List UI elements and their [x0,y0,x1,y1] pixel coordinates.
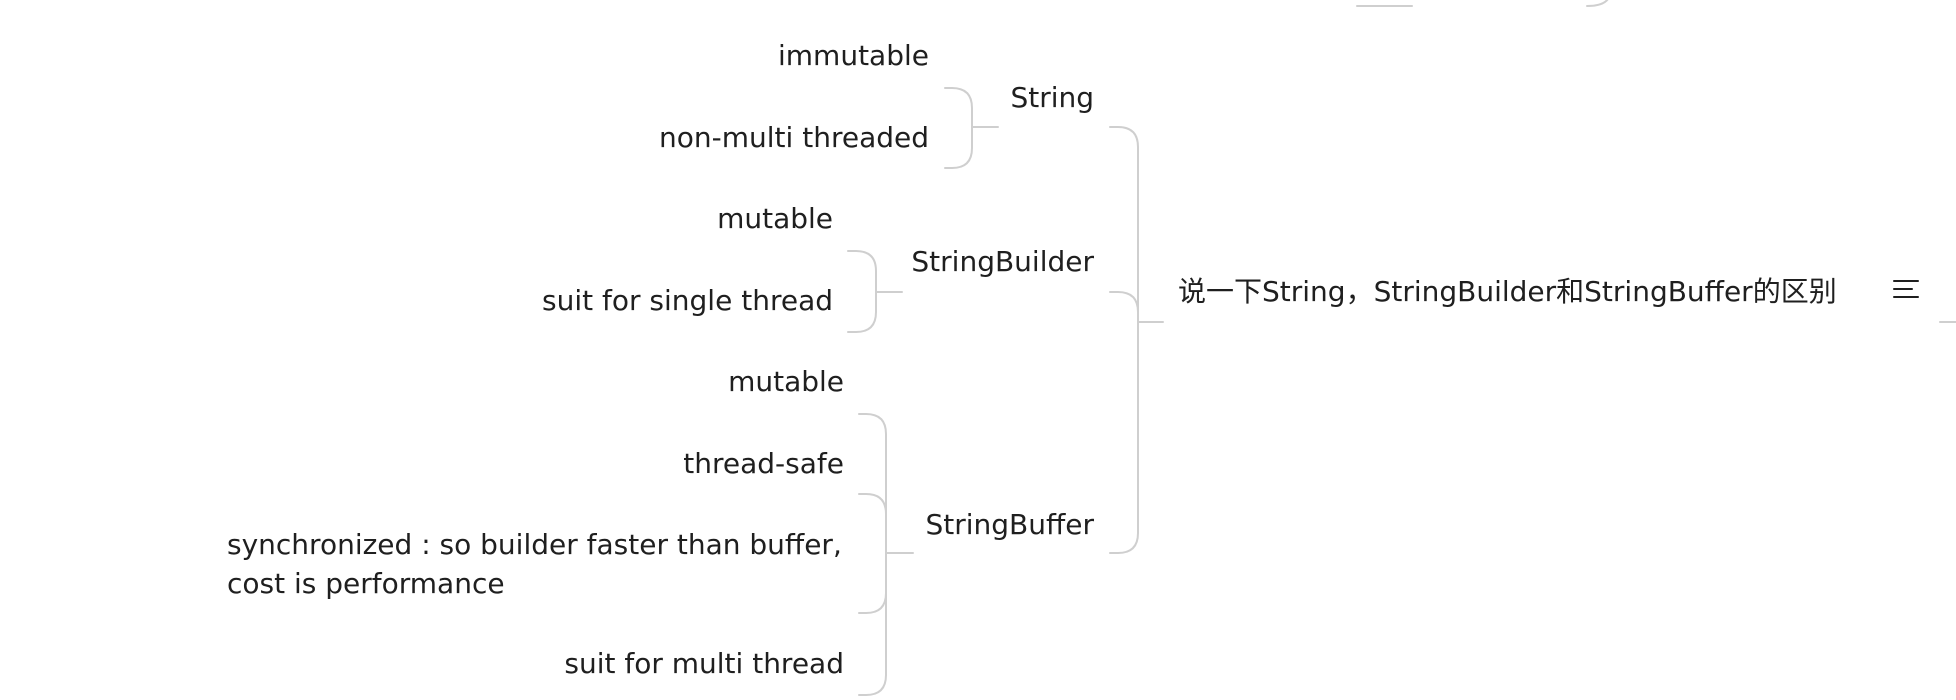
leaf-label: immutable [778,39,929,72]
connector-stringbuilder-group [847,250,903,333]
branch-stringbuffer[interactable]: StringBuffer [925,505,1094,544]
connector-stringbuffer-group [858,413,914,696]
leaf-label: suit for multi thread [564,647,844,680]
offscreen-connector-right [1586,0,1609,7]
connector-string-group [944,87,999,169]
branch-string[interactable]: String [1010,78,1094,117]
leaf-label: synchronized : so builder faster than bu… [227,528,842,600]
central-topic[interactable]: 说一下String，StringBuilder和StringBuffer的区别 [1178,272,1837,311]
leaf-string-immutable[interactable]: immutable [778,36,929,75]
branch-string-label: String [1010,81,1094,114]
menu-lines-icon[interactable] [1893,278,1923,302]
leaf-label: mutable [728,365,844,398]
branch-stringbuilder-label: StringBuilder [911,245,1094,278]
connector-central-to-stringbuilder [1109,291,1139,323]
leaf-stringbuffer-synchronized[interactable]: synchronized : so builder faster than bu… [227,525,847,603]
connector-central-trunk [1109,126,1164,323]
leaf-label: non-multi threaded [659,121,929,154]
leaf-label: suit for single thread [542,284,833,317]
branch-stringbuilder[interactable]: StringBuilder [911,242,1094,281]
leaf-stringbuilder-single-thread[interactable]: suit for single thread [542,281,833,320]
connector-central-to-stringbuffer [1109,321,1139,554]
leaf-stringbuffer-thread-safe[interactable]: thread-safe [683,444,844,483]
leaf-stringbuffer-multi-thread[interactable]: suit for multi thread [564,644,844,683]
leaf-stringbuilder-mutable[interactable]: mutable [717,199,833,238]
branch-stringbuffer-label: StringBuffer [925,508,1094,541]
leaf-label: mutable [717,202,833,235]
leaf-stringbuffer-mutable[interactable]: mutable [728,362,844,401]
leaf-string-non-multi-threaded[interactable]: non-multi threaded [659,118,929,157]
leaf-label: thread-safe [683,447,844,480]
central-topic-label: 说一下String，StringBuilder和StringBuffer的区别 [1178,275,1837,308]
